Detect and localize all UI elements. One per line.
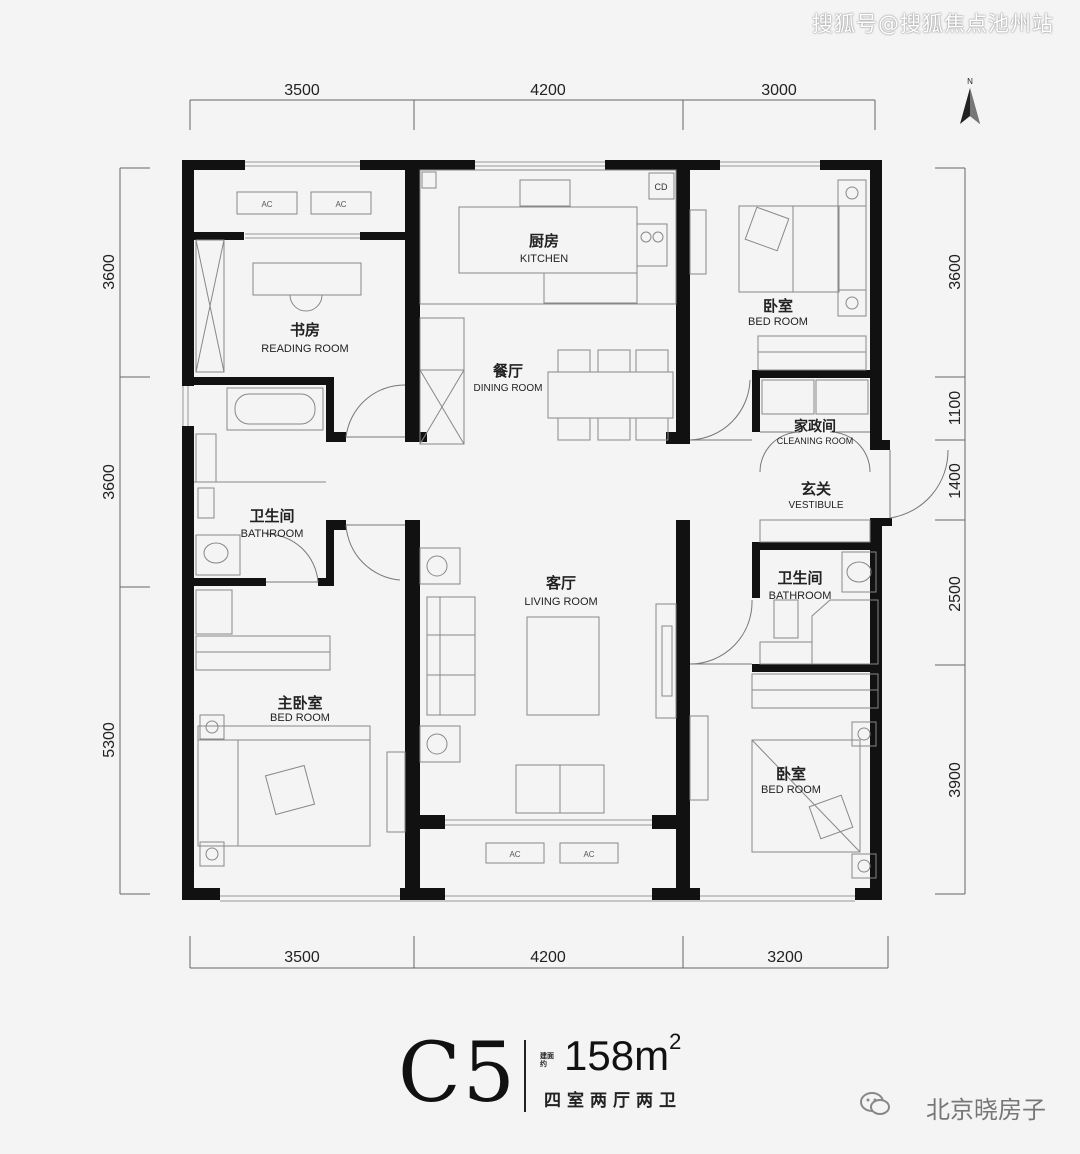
room-bed-ne-cn: 卧室 — [763, 297, 793, 315]
dim-bottom-3: 3200 — [767, 949, 803, 966]
area-label: 建面约 — [540, 1052, 554, 1068]
dim-left-2: 3600 — [101, 464, 118, 500]
room-cleaning-cn: 家政间 — [794, 418, 836, 434]
room-kitchen-cn: 厨房 — [529, 232, 559, 250]
room-bed-ne: 卧室 BED ROOM — [748, 297, 808, 328]
room-cleaning-en: CLEANING ROOM — [777, 436, 854, 446]
room-master-cn: 主卧室 — [277, 694, 322, 712]
dim-left-1: 3600 — [101, 254, 118, 290]
dim-top-1: 3500 — [284, 82, 320, 99]
dim-right-2: 1100 — [947, 391, 964, 426]
dimension-right — [935, 167, 966, 895]
dimension-top — [189, 99, 876, 130]
room-bath-w: 卫生间 BATHROOM — [241, 507, 304, 540]
room-master: 主卧室 BED ROOM — [270, 694, 330, 724]
room-reading: 书房 READING ROOM — [261, 321, 348, 355]
compass-label: N — [967, 77, 973, 86]
room-bed-se-cn: 卧室 — [776, 765, 806, 783]
room-living: 客厅 LIVING ROOM — [524, 574, 597, 608]
room-master-en: BED ROOM — [270, 712, 330, 724]
dim-top-2: 4200 — [530, 82, 566, 99]
ac-label-bottom-2: AC — [583, 850, 594, 859]
area-superscript: 2 — [669, 1029, 682, 1054]
dimension-left — [119, 167, 150, 895]
room-dining: 餐厅 DINING ROOM — [474, 362, 543, 394]
furniture — [194, 169, 879, 879]
ac-label-top-2: AC — [335, 200, 346, 209]
dim-bottom-2: 4200 — [530, 949, 566, 966]
room-bath-w-cn: 卫生间 — [249, 507, 294, 525]
dim-right-1: 3600 — [947, 254, 964, 290]
room-living-cn: 客厅 — [545, 574, 576, 592]
room-bed-se-en: BED ROOM — [761, 784, 821, 796]
unit-area: 158m2 — [564, 1029, 682, 1080]
dim-left-3: 5300 — [101, 722, 118, 758]
room-kitchen: 厨房 KITCHEN — [520, 232, 568, 265]
credit-text: 北京晓房子 — [926, 1096, 1046, 1124]
room-bath-e-en: BATHROOM — [769, 590, 832, 602]
room-vestibule: 玄关 VESTIBULE — [788, 480, 843, 511]
dimension-bottom — [189, 936, 889, 969]
room-dining-cn: 餐厅 — [493, 362, 523, 380]
room-bath-e-cn: 卫生间 — [777, 569, 822, 587]
room-bath-w-en: BATHROOM — [241, 528, 304, 540]
windows — [182, 161, 855, 902]
room-vestibule-cn: 玄关 — [801, 480, 831, 498]
room-bath-e: 卫生间 BATHROOM — [769, 569, 832, 602]
dim-right-5: 3900 — [947, 762, 964, 798]
walls — [182, 160, 892, 900]
room-dining-en: DINING ROOM — [474, 383, 543, 394]
room-bed-se: 卧室 BED ROOM — [761, 765, 821, 796]
dim-top-3: 3000 — [761, 82, 797, 99]
room-reading-cn: 书房 — [290, 321, 320, 339]
cd-label: CD — [655, 182, 668, 192]
north-arrow-icon: N — [960, 77, 980, 124]
dim-right-3: 1400 — [947, 463, 964, 499]
room-reading-en: READING ROOM — [261, 343, 348, 355]
unit-layout: 四室两厅两卫 — [544, 1091, 682, 1111]
title-divider — [524, 1040, 526, 1112]
room-vestibule-en: VESTIBULE — [788, 500, 843, 511]
area-value: 158m — [564, 1032, 670, 1079]
room-bed-ne-en: BED ROOM — [748, 316, 808, 328]
doors — [265, 379, 949, 665]
unit-code: C5 — [398, 1026, 517, 1121]
dim-bottom-1: 3500 — [284, 949, 320, 966]
dim-right-4: 2500 — [947, 576, 964, 612]
room-kitchen-en: KITCHEN — [520, 253, 568, 265]
wechat-icon — [860, 1092, 890, 1115]
room-living-en: LIVING ROOM — [524, 596, 597, 608]
ac-label-bottom-1: AC — [509, 850, 520, 859]
room-cleaning: 家政间 CLEANING ROOM — [777, 418, 854, 446]
watermark-text: 搜狐号@搜狐焦点池州站 — [812, 12, 1054, 36]
ac-label-top-1: AC — [261, 200, 272, 209]
unit-title-block: C5 建面约 158m2 四室两厅两卫 — [398, 1026, 718, 1121]
